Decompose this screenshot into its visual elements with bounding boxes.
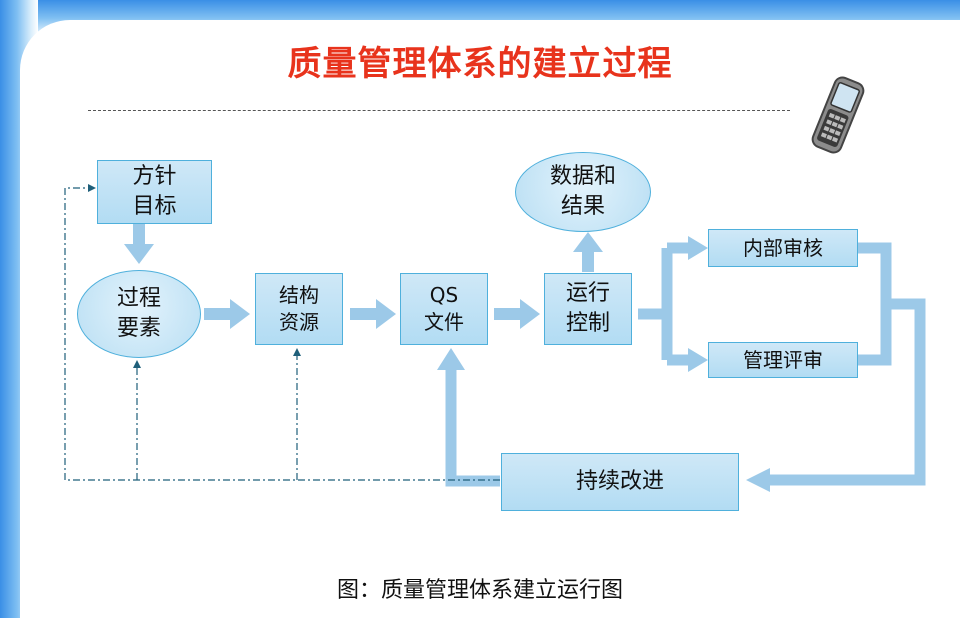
arrow-qs-to-operation (494, 299, 540, 329)
node-data-results: 数据和 结果 (515, 152, 651, 232)
node-process-label: 过程 要素 (116, 286, 161, 341)
node-qs-documents: QS 文件 (400, 273, 488, 345)
dashed-feedback-line (64, 187, 500, 481)
node-process-elements: 过程 要素 (77, 270, 201, 358)
node-structure-label: 结构 资源 (279, 283, 319, 334)
node-management-review: 管理评审 (708, 342, 858, 378)
node-operation-control: 运行 控制 (544, 273, 632, 345)
branch-line (638, 242, 690, 366)
node-qs-label: QS 文件 (424, 283, 464, 334)
node-operation-label: 运行 控制 (565, 281, 610, 336)
dashed-arrowhead-structure (293, 348, 301, 356)
review-join-line (858, 304, 892, 366)
arrow-policy-to-process (124, 224, 154, 264)
arrow-to-improve (746, 468, 770, 492)
arrow-operation-to-data (573, 232, 603, 272)
node-structure-resources: 结构 资源 (255, 273, 343, 345)
page-title: 质量管理体系的建立过程 (287, 44, 673, 84)
improve-to-qs-line (445, 368, 500, 487)
arrow-process-to-structure (204, 299, 250, 329)
node-audit-label: 内部审核 (743, 235, 823, 260)
arrow-improve-to-qs (437, 348, 465, 370)
node-improve-label: 持续改进 (575, 469, 664, 495)
feedback-line (770, 242, 926, 486)
arrow-structure-to-qs (350, 299, 396, 329)
node-review-label: 管理评审 (743, 347, 823, 372)
arrow-to-review (688, 348, 708, 372)
arrow-to-audit (688, 236, 708, 260)
node-data-label: 数据和 结果 (549, 164, 616, 219)
node-internal-audit: 内部审核 (708, 229, 858, 267)
mobile-phone-icon (811, 76, 865, 154)
figure-caption: 图：质量管理体系建立运行图 (336, 578, 623, 603)
node-policy-label: 方针 目标 (132, 164, 177, 219)
title-divider (88, 110, 790, 111)
node-policy-objectives: 方针 目标 (97, 160, 212, 224)
dashed-arrowhead-policy (88, 184, 96, 192)
node-continuous-improvement: 持续改进 (501, 453, 739, 511)
dashed-arrowhead-process (133, 360, 141, 368)
